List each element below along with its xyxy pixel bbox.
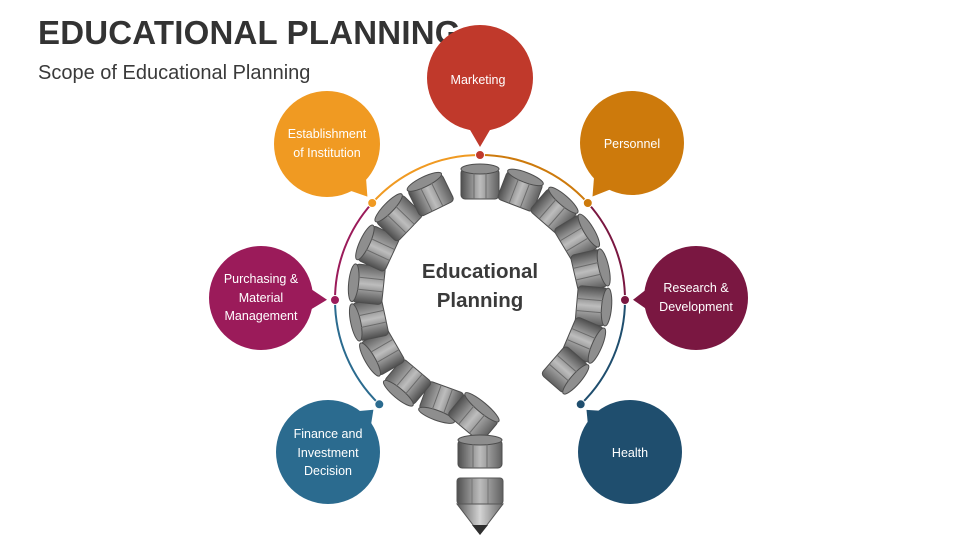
pencil-segment-icon [348, 297, 389, 342]
speech-bubble-purchasing-material [209, 246, 327, 350]
speech-bubble-establishment [274, 91, 380, 197]
pencil-segment-icon [406, 171, 454, 217]
node-label-personnel: Personnel [603, 136, 661, 151]
node-label-finance-investment: Finance and Investment Decision [293, 426, 363, 479]
connector-dot [620, 295, 630, 305]
pencil-segment-icon [448, 392, 500, 442]
page-title: EDUCATIONAL PLANNING [38, 14, 461, 51]
arc-connector [587, 202, 626, 301]
center-label: Educational Planning [421, 260, 539, 312]
connector-dot [475, 150, 485, 160]
speech-bubble-personnel [580, 91, 684, 197]
connector-dot [374, 399, 385, 410]
pencil-icon [455, 477, 505, 535]
arc-connector [580, 299, 626, 406]
pencil-segment-icon [347, 263, 386, 305]
pencil-segment-icon [359, 329, 405, 377]
speech-bubble-marketing [427, 25, 533, 147]
arc-connector [479, 154, 589, 204]
pencil-segment-icon [355, 224, 400, 272]
arc-connector [371, 154, 481, 204]
node-label-health: Health [611, 445, 649, 460]
pencil-segment-icon [382, 359, 432, 407]
pencil-segment-icon [562, 317, 607, 364]
node-label-marketing: Marketing [450, 72, 506, 87]
connector-dot [575, 399, 586, 410]
speech-bubble-research-development [633, 246, 748, 350]
page-subtitle: Scope of Educational Planning [38, 62, 311, 84]
node-label-establishment: Establishment of Institution [287, 127, 367, 160]
speech-bubble-finance-investment [276, 400, 380, 504]
speech-bubble-health [578, 400, 682, 504]
pencil-segment-icon [497, 168, 544, 212]
pencil-segment-icon [374, 193, 423, 242]
connector-dot [582, 198, 593, 208]
node-label-purchasing-material: Purchasing & Material Management [223, 271, 299, 324]
connector-dot [330, 295, 340, 305]
pencil-segment-icon [554, 213, 601, 262]
node-label-research-development: Research & Development [659, 281, 733, 314]
arc-connector [334, 202, 373, 301]
arc-connector [334, 299, 380, 406]
connector-dot [367, 198, 378, 208]
pencil-segment-icon [460, 163, 500, 200]
pencil-segment-icon [570, 248, 611, 293]
pencil-segment-icon [457, 434, 503, 469]
pencil-segment-icon [541, 346, 590, 395]
